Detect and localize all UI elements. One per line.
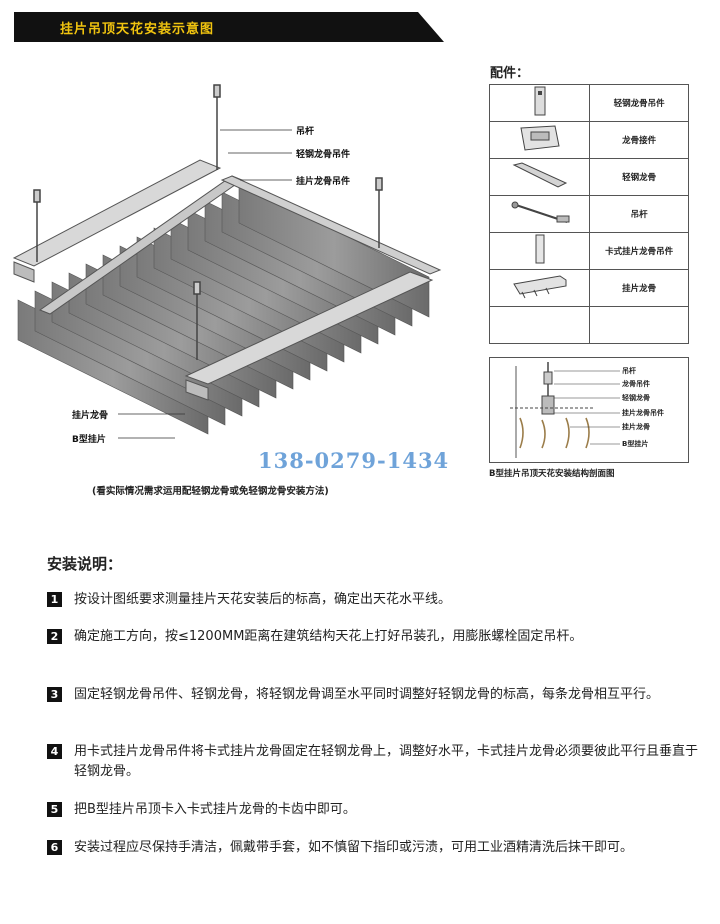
step-number: 1	[47, 592, 62, 607]
step-text: 把B型挂片吊顶卡入卡式挂片龙骨的卡齿中即可。	[74, 802, 356, 817]
step-number: 6	[47, 840, 62, 855]
page-title: 挂片吊顶天花安装示意图	[60, 22, 215, 37]
callout-b-baffle: B型挂片	[72, 435, 106, 445]
callout-steel-keel-hanger: 轻钢龙骨吊件	[296, 150, 351, 160]
part-label: 轻钢龙骨吊件	[589, 84, 689, 122]
steel-keel-icon	[488, 158, 591, 196]
install-method-note: (看实际情况需求运用配轻钢龙骨或免轻钢龙骨安装方法)	[92, 486, 329, 497]
parts-row: 轻钢龙骨	[488, 158, 689, 196]
section-label-b-baffle: B型挂片	[622, 440, 649, 448]
step-number: 4	[47, 744, 62, 759]
section-diagram	[510, 362, 620, 458]
part-label: 挂片龙骨	[589, 269, 689, 307]
parts-title: 配件：	[490, 66, 530, 81]
baffle-keel-icon	[488, 269, 591, 307]
part-label: 卡式挂片龙骨吊件	[589, 232, 689, 270]
empty-cell	[488, 306, 591, 344]
section-label-baffle-keel-hanger: 挂片龙骨吊件	[622, 409, 664, 417]
rod-group	[33, 84, 383, 360]
step-number: 3	[47, 687, 62, 702]
phone-watermark: 138-0279-1434	[258, 448, 450, 473]
clip-hanger-icon	[488, 232, 591, 270]
part-label	[589, 306, 689, 344]
callout-rod: 吊杆	[296, 127, 315, 137]
section-diagram-box: 吊杆 龙骨吊件 轻钢龙骨 挂片龙骨吊件 挂片龙骨 B型挂片	[489, 357, 689, 463]
step-text: 用卡式挂片龙骨吊件将卡式挂片龙骨固定在轻钢龙骨上，调整好水平，卡式挂片龙骨必须要…	[74, 744, 699, 779]
parts-row	[488, 306, 689, 344]
section-label-steel-keel: 轻钢龙骨	[622, 394, 650, 402]
ceiling-isometric-diagram	[12, 84, 442, 439]
section-label-baffle-keel: 挂片龙骨	[622, 423, 650, 431]
header-band	[14, 12, 444, 42]
keel-connector-icon	[488, 121, 591, 159]
part-label: 龙骨接件	[589, 121, 689, 159]
parts-table: 轻钢龙骨吊件 龙骨接件 轻钢龙骨 吊杆 卡式挂片龙骨吊件 挂片龙骨	[488, 84, 689, 344]
step-text: 按设计图纸要求测量挂片天花安装后的标高，确定出天花水平线。	[74, 592, 452, 607]
step-number: 2	[47, 629, 62, 644]
steel-keel-rails	[12, 159, 442, 401]
section-caption: B型挂片吊顶天花安装结构剖面图	[489, 469, 615, 479]
step-text: 确定施工方向，按≤1200MM距离在建筑结构天花上打好吊装孔，用膨胀螺栓固定吊杆…	[74, 629, 583, 644]
step-text: 固定轻钢龙骨吊件、轻钢龙骨，将轻钢龙骨调至水平同时调整好轻钢龙骨的标高，每条龙骨…	[74, 687, 660, 702]
parts-row: 挂片龙骨	[488, 269, 689, 307]
parts-row: 吊杆	[488, 195, 689, 233]
section-label-keel-hanger: 龙骨吊件	[622, 380, 650, 388]
parts-row: 卡式挂片龙骨吊件	[488, 232, 689, 270]
part-label: 吊杆	[589, 195, 689, 233]
rod-icon	[488, 195, 591, 233]
baffle-panel	[238, 182, 430, 318]
step-number: 5	[47, 802, 62, 817]
part-label: 轻钢龙骨	[589, 158, 689, 196]
callout-baffle-keel: 挂片龙骨	[72, 411, 109, 421]
step-text: 安装过程应尽保持手清洁，佩戴带手套，如不慎留下指印或污渍，可用工业酒精清洗后抹干…	[74, 840, 634, 855]
parts-row: 龙骨接件	[488, 121, 689, 159]
section-label-rod: 吊杆	[622, 367, 636, 375]
hanger-clip-icon	[488, 84, 591, 122]
parts-row: 轻钢龙骨吊件	[488, 84, 689, 122]
callout-baffle-keel-hanger: 挂片龙骨吊件	[296, 177, 351, 187]
install-title: 安装说明：	[47, 555, 123, 573]
